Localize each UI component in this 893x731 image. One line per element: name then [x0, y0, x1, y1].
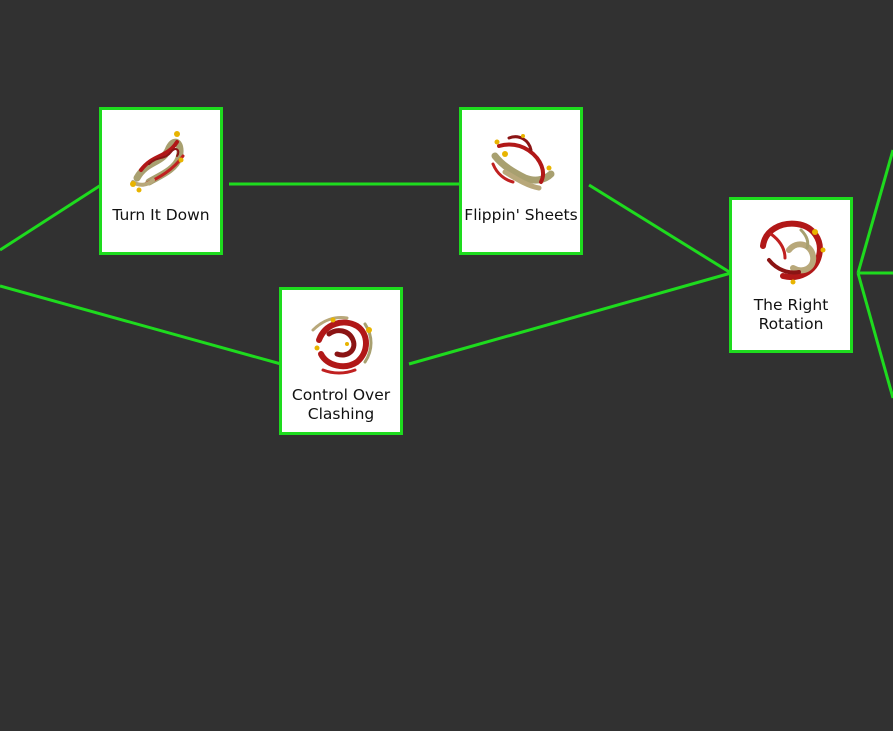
connection-line	[0, 183, 102, 252]
protein-structure-icon	[760, 220, 826, 285]
puzzle-node-flippin-sheets[interactable]: Flippin' Sheets	[459, 107, 583, 255]
connection-line	[588, 183, 732, 275]
connection-line	[856, 149, 893, 274]
protein-structure-icon	[311, 316, 373, 375]
protein-structure-icon	[491, 134, 555, 191]
puzzle-node-label: Flippin' Sheets	[464, 206, 578, 224]
puzzle-node-label: Turn It Down	[112, 206, 210, 224]
puzzle-node-label: The Right Rotation	[753, 296, 829, 333]
puzzle-node-the-right-rotation[interactable]: The Right Rotation	[729, 197, 853, 353]
puzzle-node-label: Control Over Clashing	[291, 386, 391, 423]
connection-line	[408, 271, 732, 366]
puzzle-node-turn-it-down[interactable]: Turn It Down	[99, 107, 223, 255]
connection-line	[856, 272, 893, 399]
connection-line	[0, 284, 282, 366]
puzzle-node-control-over-clashing[interactable]: Control Over Clashing	[279, 287, 403, 435]
protein-structure-icon	[130, 131, 185, 193]
